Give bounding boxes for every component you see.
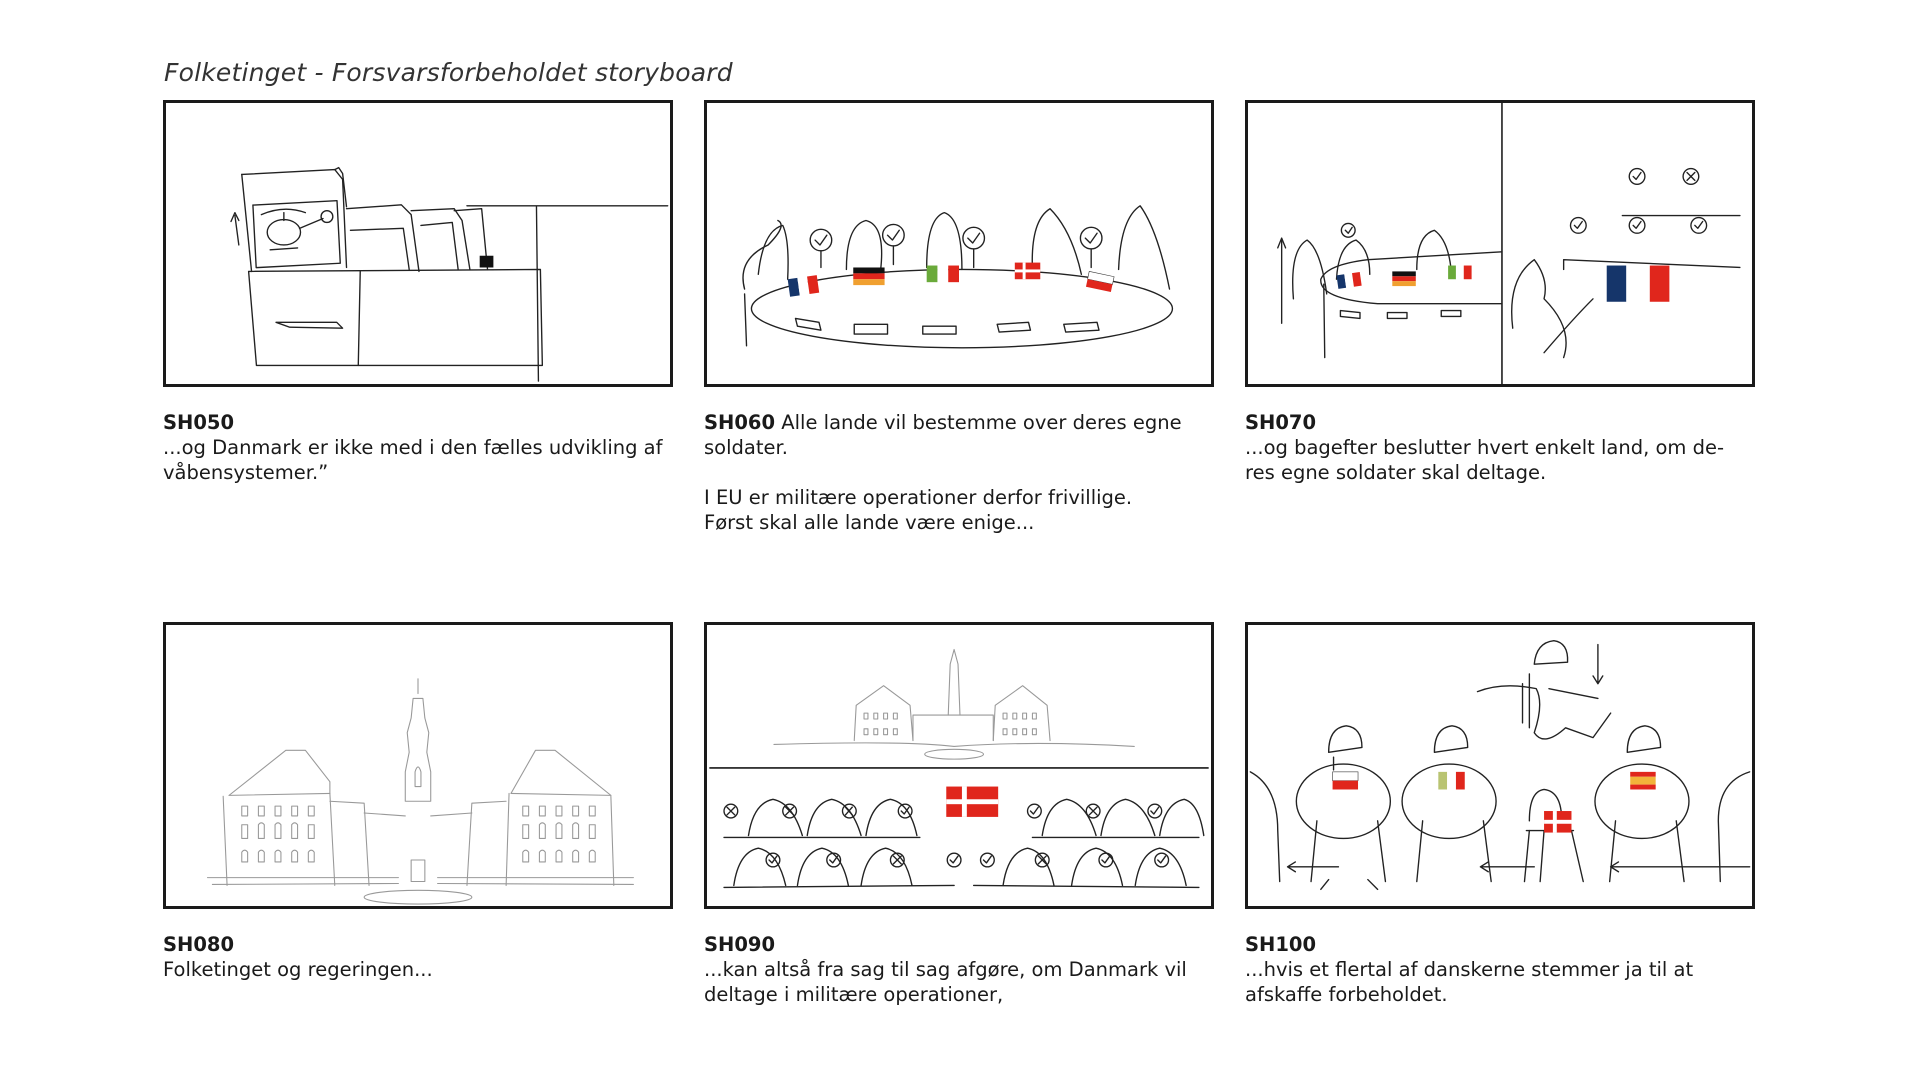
panel-sh080 [163, 622, 673, 909]
poland-flag [1085, 271, 1115, 293]
panel-sh050 [163, 100, 673, 387]
shot-id: SH100 [1245, 933, 1317, 956]
panel-sh090 [704, 622, 1214, 909]
caption-sh080: SH080 Folketinget og regeringen... [163, 932, 678, 982]
round-table-illustration [742, 205, 1174, 349]
denmark-flag-on-chair [1544, 811, 1572, 833]
soldiers-chairs-illustration [1249, 639, 1751, 891]
filing-cabinet-illustration [230, 166, 669, 382]
caption-text: Folketinget og regeringen... [163, 958, 433, 981]
caption-text: ...og Danmark er ikke med i den fælles u… [163, 436, 663, 484]
shot-id: SH050 [163, 411, 235, 434]
caption-sh050: SH050 ...og Danmark er ikke med i den fæ… [163, 410, 678, 485]
caption-sh090: SH090 ...kan altså fra sag til sag afgør… [704, 932, 1219, 1007]
italy-flag [926, 265, 959, 283]
split-table-parliament-illustration [1277, 103, 1741, 384]
storyboard-title: Folketinget - Forsvarsforbeholdet storyb… [164, 58, 733, 87]
shot-id: SH070 [1245, 411, 1317, 434]
panel-sh060 [704, 100, 1214, 387]
italy-flag [1438, 771, 1465, 790]
caption-text: ...hvis et flertal af danskerne stemmer … [1245, 958, 1694, 981]
caption-sh060: SH060 Alle lande vil bestemme over deres… [704, 410, 1219, 535]
poland-flag [1332, 771, 1359, 790]
panel-sh100 [1245, 622, 1755, 909]
spain-flag [1630, 771, 1656, 790]
caption-text: deltage i militære operationer, [704, 983, 1004, 1006]
christiansborg-illustration [206, 678, 634, 905]
denmark-flag [946, 786, 999, 817]
caption-sh070: SH070 ...og bagefter beslutter hvert enk… [1245, 410, 1760, 485]
france-flag [787, 275, 820, 297]
shot-id: SH090 [704, 933, 776, 956]
caption-sh100: SH100 ...hvis et flertal af danskerne st… [1245, 932, 1760, 1007]
caption-text: Først skal alle lande være enige... [704, 511, 1035, 534]
christiansborg-parliament-illustration [709, 648, 1209, 889]
shot-id: SH060 [704, 411, 776, 434]
caption-text: ...og bagefter beslutter hvert enkelt la… [1245, 436, 1725, 459]
caption-text: ...kan altså fra sag til sag afgøre, om … [704, 958, 1187, 981]
caption-inline-text: Alle lande vil bestemme over deres egne … [704, 411, 1182, 459]
germany-flag [853, 267, 885, 286]
caption-text: afskaffe forbeholdet. [1245, 983, 1448, 1006]
caption-text: res egne soldater skal deltage. [1245, 461, 1547, 484]
france-flag-large [1606, 265, 1670, 302]
denmark-flag [1014, 262, 1041, 280]
shot-id: SH080 [163, 933, 235, 956]
caption-text: I EU er militære operationer derfor friv… [704, 486, 1133, 509]
panel-sh070 [1245, 100, 1755, 387]
